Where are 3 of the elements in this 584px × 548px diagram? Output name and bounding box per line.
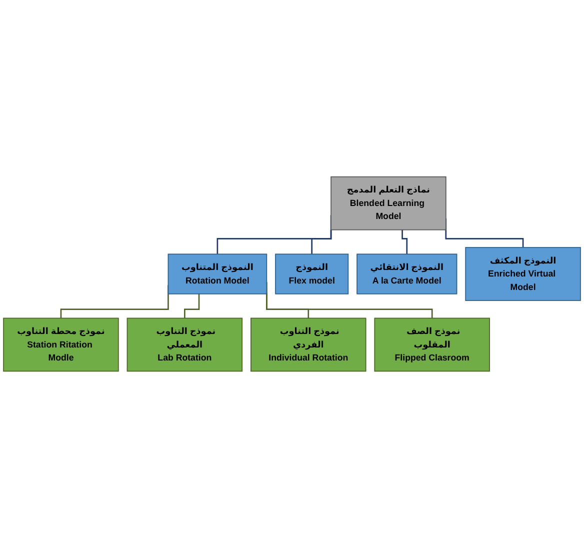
connector	[311, 230, 332, 255]
connector	[402, 230, 408, 255]
connector	[184, 294, 200, 319]
